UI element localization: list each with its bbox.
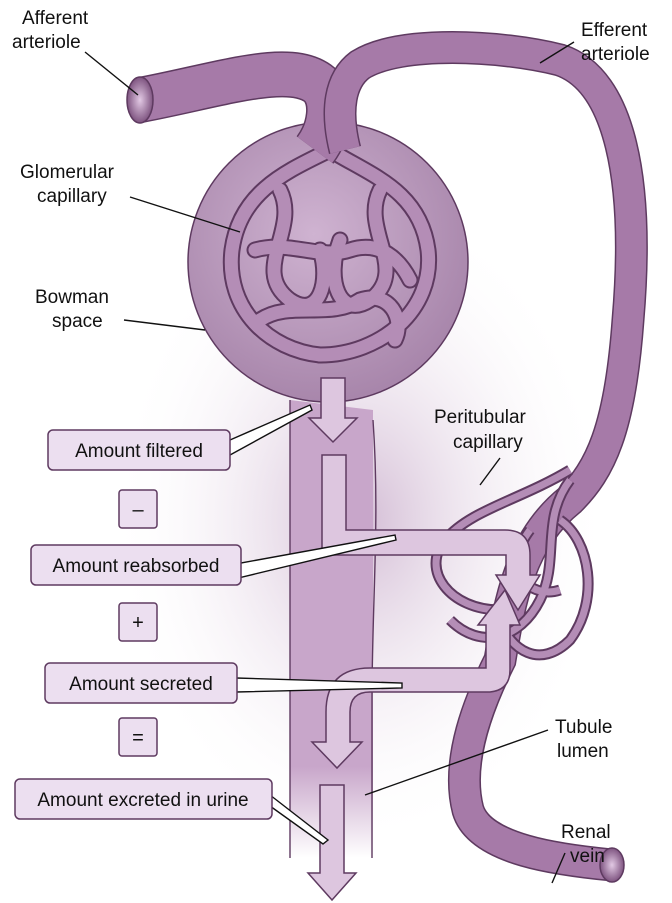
equals-box: = bbox=[119, 718, 157, 756]
reabsorbed-box: Amount reabsorbed bbox=[31, 545, 241, 585]
svg-text:+: + bbox=[132, 612, 144, 634]
svg-text:Amount secreted: Amount secreted bbox=[69, 674, 213, 695]
svg-text:Amount excreted in urine: Amount excreted in urine bbox=[37, 790, 248, 811]
plus-box: + bbox=[119, 603, 157, 641]
minus-box: – bbox=[119, 490, 157, 528]
efferent-label: Efferent arteriole bbox=[581, 20, 652, 65]
svg-text:=: = bbox=[132, 727, 144, 749]
glomerular-label: Glomerular capillary bbox=[20, 162, 119, 207]
svg-text:Amount reabsorbed: Amount reabsorbed bbox=[53, 556, 220, 577]
bowman-label: Bowman space bbox=[35, 287, 114, 332]
secreted-box: Amount secreted bbox=[45, 663, 237, 703]
afferent-label: Afferent arteriole bbox=[12, 8, 93, 53]
excreted-box: Amount excreted in urine bbox=[15, 779, 272, 819]
svg-text:–: – bbox=[132, 499, 144, 521]
tubule-label: Tubule lumen bbox=[555, 717, 618, 762]
svg-text:Amount filtered: Amount filtered bbox=[75, 441, 203, 462]
afferent-lumen-opening bbox=[127, 77, 153, 123]
filtered-box: Amount filtered bbox=[48, 430, 230, 470]
